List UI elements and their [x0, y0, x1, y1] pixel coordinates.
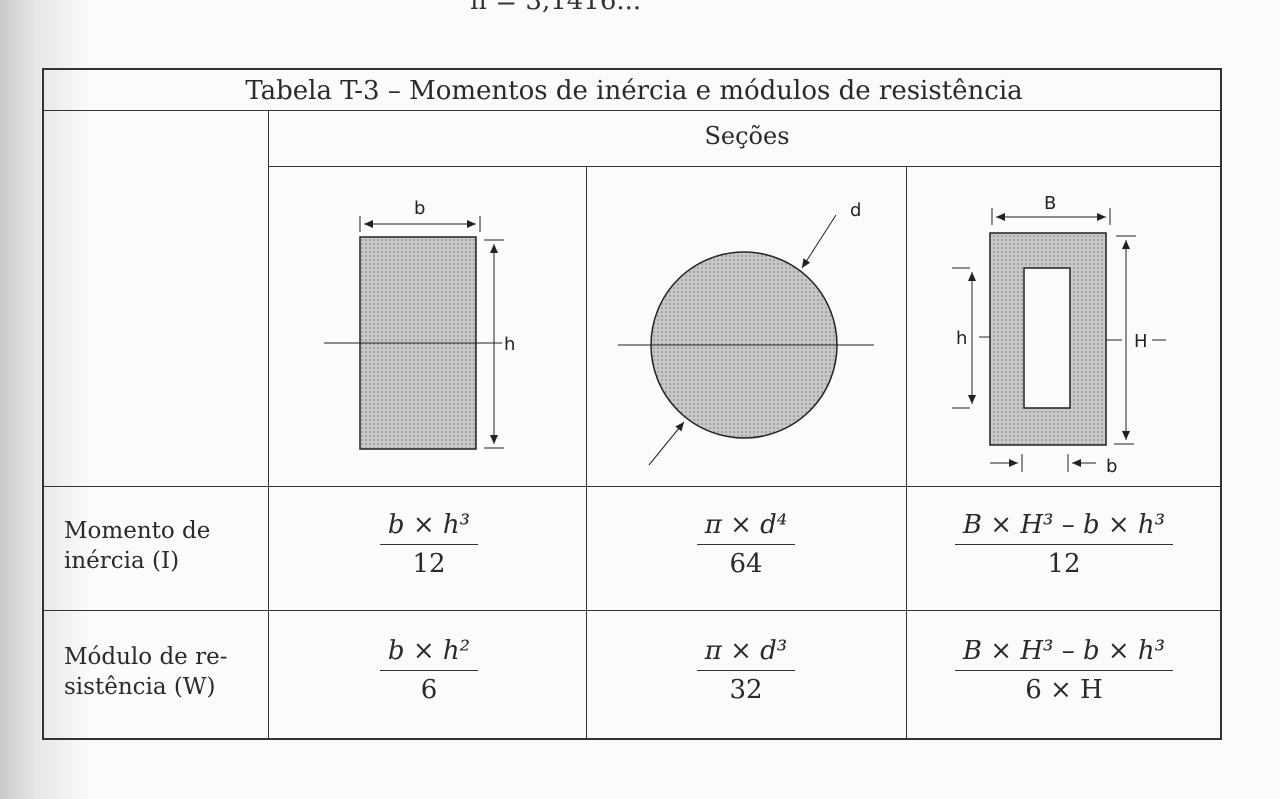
hollow-rectangle-section-figure: B H h b [952, 193, 1166, 477]
scan-shadow [0, 0, 90, 799]
properties-table: Tabela T-3 – Momentos de inércia e módul… [42, 68, 1222, 740]
numerator: π × d³ [696, 636, 796, 671]
label-line: sistência (W) [64, 674, 216, 700]
section-figures: b h d B H h [324, 193, 1166, 477]
formula-hollow-inertia: B × H³ – b × h³ 12 [924, 510, 1204, 579]
outer-height-label: H [1134, 331, 1148, 352]
table-title: Tabela T-3 – Momentos de inércia e módul… [245, 76, 1023, 106]
formula-hollow-modulus: B × H³ – b × h³ 6 × H [924, 636, 1204, 705]
section-modulus-label: Módulo de re- sistência (W) [64, 642, 227, 702]
outer-width-label: B [1044, 193, 1056, 214]
circle-diameter-label: d [850, 200, 861, 221]
sections-header: Seções [704, 122, 790, 150]
numerator: π × d⁴ [696, 510, 796, 545]
denominator: 12 [412, 549, 446, 579]
formula-circle-inertia: π × d⁴ 64 [661, 510, 831, 579]
denominator: 12 [1047, 549, 1081, 579]
numerator: B × H³ – b × h³ [954, 636, 1174, 671]
denominator: 6 [420, 675, 438, 705]
rect-width-label: b [414, 198, 425, 219]
divider [44, 610, 1220, 611]
label-line: Módulo de re- [64, 644, 228, 670]
circle-section-figure: d [618, 200, 874, 466]
moment-of-inertia-label: Momento de inércia (I) [64, 516, 210, 576]
pi-value-text: π = 3,1416... [470, 0, 642, 16]
denominator: 32 [729, 675, 763, 705]
formula-rect-modulus: b × h² 6 [344, 636, 514, 705]
divider [44, 110, 1220, 111]
rectangle-section-figure: b h [324, 198, 515, 450]
label-line: Momento de [64, 518, 211, 544]
inner-height-label: h [956, 328, 967, 349]
divider [586, 166, 587, 740]
numerator: b × h² [379, 636, 479, 671]
divider [268, 166, 1220, 167]
inner-width-label: b [1106, 456, 1117, 477]
divider [268, 110, 269, 740]
divider [44, 486, 1220, 487]
label-line: inércia (I) [64, 548, 180, 574]
divider [906, 166, 907, 740]
rect-height-label: h [504, 334, 515, 355]
numerator: B × H³ – b × h³ [954, 510, 1174, 545]
denominator: 64 [729, 549, 763, 579]
numerator: b × h³ [379, 510, 479, 545]
formula-rect-inertia: b × h³ 12 [344, 510, 514, 579]
denominator: 6 × H [1025, 675, 1103, 705]
formula-circle-modulus: π × d³ 32 [661, 636, 831, 705]
